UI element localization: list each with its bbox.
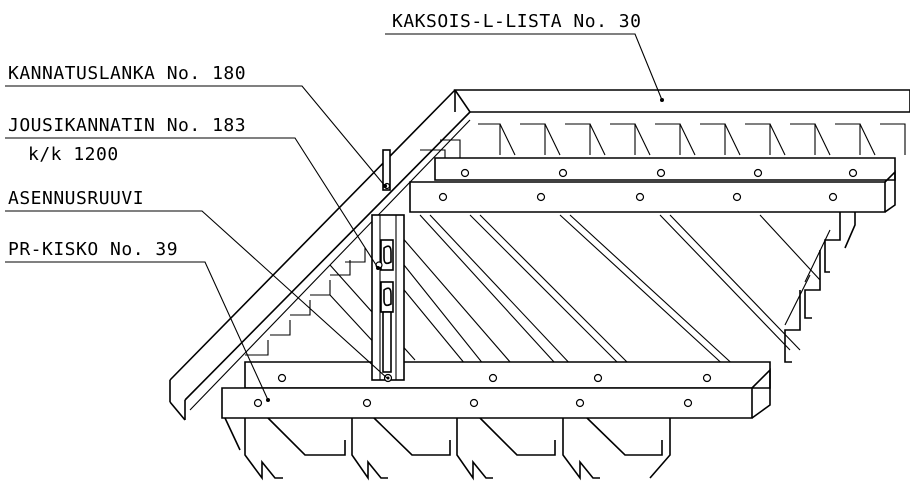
left-panel-profiles <box>245 139 461 356</box>
label-support-wire: KANNATUSLANKA No. 180 <box>8 63 246 84</box>
double-l-strip <box>169 89 910 421</box>
label-pr-rail: PR-KISKO No. 39 <box>8 239 178 260</box>
right-hanging-profiles <box>784 212 856 363</box>
label-spring-hanger: JOUSIKANNATIN No. 183 <box>8 115 246 136</box>
label-mounting-screw: ASENNUSRUUVI <box>8 188 144 209</box>
bottom-panel-profiles <box>224 417 671 481</box>
label-double-l-strip: KAKSOIS-L-LISTA No. 30 <box>392 11 641 32</box>
leader-lines <box>5 33 664 402</box>
label-spacing: k/k 1200 <box>28 144 119 165</box>
pr-rail-lower <box>221 361 771 419</box>
top-panel-profiles <box>478 123 906 156</box>
pr-rail-upper <box>409 157 896 213</box>
hanger-assembly <box>371 149 405 383</box>
